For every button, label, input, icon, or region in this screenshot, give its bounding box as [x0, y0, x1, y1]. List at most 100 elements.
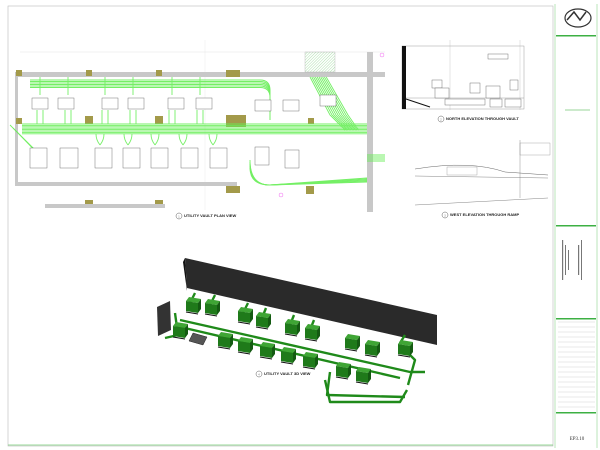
box-side [230, 334, 233, 348]
title-block: EP3.10 [554, 4, 598, 448]
equipment-box-3d [172, 322, 188, 340]
box-base [172, 336, 186, 340]
box-side [357, 336, 360, 350]
equipment-box-3d [185, 297, 201, 315]
equipment-box-3d [335, 362, 351, 380]
west-elevation-label: 3 WEST ELEVATION THROUGH RAMP [441, 211, 520, 219]
box-side [217, 301, 220, 315]
floor-hatch [59, 147, 79, 169]
box-front [285, 323, 297, 335]
conduit [182, 133, 188, 146]
box-base [302, 366, 316, 370]
conduit-runs [9, 76, 385, 186]
conduit [150, 133, 156, 146]
plan-view[interactable]: 1 UTILITY VAULT PLAN VIEW [9, 40, 385, 220]
conduit [322, 76, 356, 131]
sheet-border [7, 5, 554, 447]
box-side [315, 354, 318, 368]
firm-logo [564, 8, 592, 28]
equipment-box-3d [217, 332, 233, 350]
box-front [260, 346, 272, 358]
transformer-box [150, 147, 169, 169]
equipment-box-3d [397, 340, 413, 358]
box-side [272, 344, 275, 358]
box-side [185, 324, 188, 338]
west-elevation-view[interactable]: 3 WEST ELEVATION THROUGH RAMP [414, 140, 551, 219]
elevation-equipment [431, 53, 522, 108]
box-top [186, 297, 201, 303]
panel-box [282, 99, 300, 112]
box-side [348, 364, 351, 378]
conduit [320, 76, 355, 131]
3d-view-label: 4 UTILITY VAULT 3D VIEW [255, 370, 311, 378]
conduit [316, 76, 352, 131]
box-base [217, 346, 231, 350]
box-front [281, 351, 293, 363]
equipment-box-3d [237, 337, 253, 355]
box-base [364, 354, 378, 358]
conduit [212, 133, 218, 146]
revision-table [558, 321, 595, 408]
wall-edge [183, 258, 187, 291]
north-elevation-view[interactable]: 2 NORTH ELEVATION THROUGH VAULT [401, 40, 525, 123]
box-side [198, 299, 201, 313]
conduit [127, 133, 133, 146]
box-top [256, 312, 271, 318]
conduit [311, 76, 347, 131]
wall-north [15, 72, 385, 77]
conduit [309, 76, 346, 131]
box-top [285, 319, 300, 325]
box-top [205, 299, 220, 305]
box-side [317, 326, 320, 340]
north-elevation-label: 2 NORTH ELEVATION THROUGH VAULT [437, 115, 519, 123]
box-base [284, 333, 298, 337]
box-base [255, 326, 269, 330]
box-base [344, 348, 358, 352]
panel-box [57, 97, 75, 110]
panel-box [101, 97, 119, 110]
box-base [355, 381, 369, 385]
box-front [365, 344, 377, 356]
svg-text:WEST ELEVATION THROUGH RAMP: WEST ELEVATION THROUGH RAMP [450, 212, 520, 217]
section-marker [278, 192, 284, 198]
box-base [335, 376, 349, 380]
conduit [95, 133, 101, 146]
box-top [238, 337, 253, 343]
box-base [237, 351, 251, 355]
svg-text:3: 3 [444, 214, 446, 217]
box-top [173, 322, 188, 328]
conduit [154, 133, 160, 146]
equipment-box-3d [355, 367, 371, 385]
panel-box [254, 99, 272, 112]
box-front [186, 301, 198, 313]
conduit [325, 76, 359, 131]
box-front [398, 344, 410, 356]
box-side [368, 369, 371, 383]
box-front [336, 366, 348, 378]
box-base [397, 354, 411, 358]
box-side [250, 309, 253, 323]
conduit [30, 87, 271, 120]
switchgear-box [284, 149, 300, 169]
panel-box [31, 97, 49, 110]
panel-box [319, 94, 337, 107]
hatched-opening [304, 51, 336, 73]
equipment-box-3d [259, 342, 275, 360]
equipment-box-3d [237, 307, 253, 325]
box-front [303, 356, 315, 368]
box-front [238, 341, 250, 353]
box-top [345, 334, 360, 340]
footing-line [414, 197, 549, 206]
wall-section [402, 46, 406, 109]
section-marker [379, 52, 385, 58]
side-wall-3d [157, 301, 171, 336]
panel-box [127, 97, 145, 110]
box-top [398, 340, 413, 346]
conduit-3d-run [325, 371, 406, 399]
conduit [99, 133, 105, 146]
3d-view[interactable]: 4 UTILITY VAULT 3D VIEW [157, 258, 437, 404]
box-top [336, 362, 351, 368]
wall-west [15, 72, 18, 186]
box-side [250, 339, 253, 353]
box-base [237, 321, 251, 325]
